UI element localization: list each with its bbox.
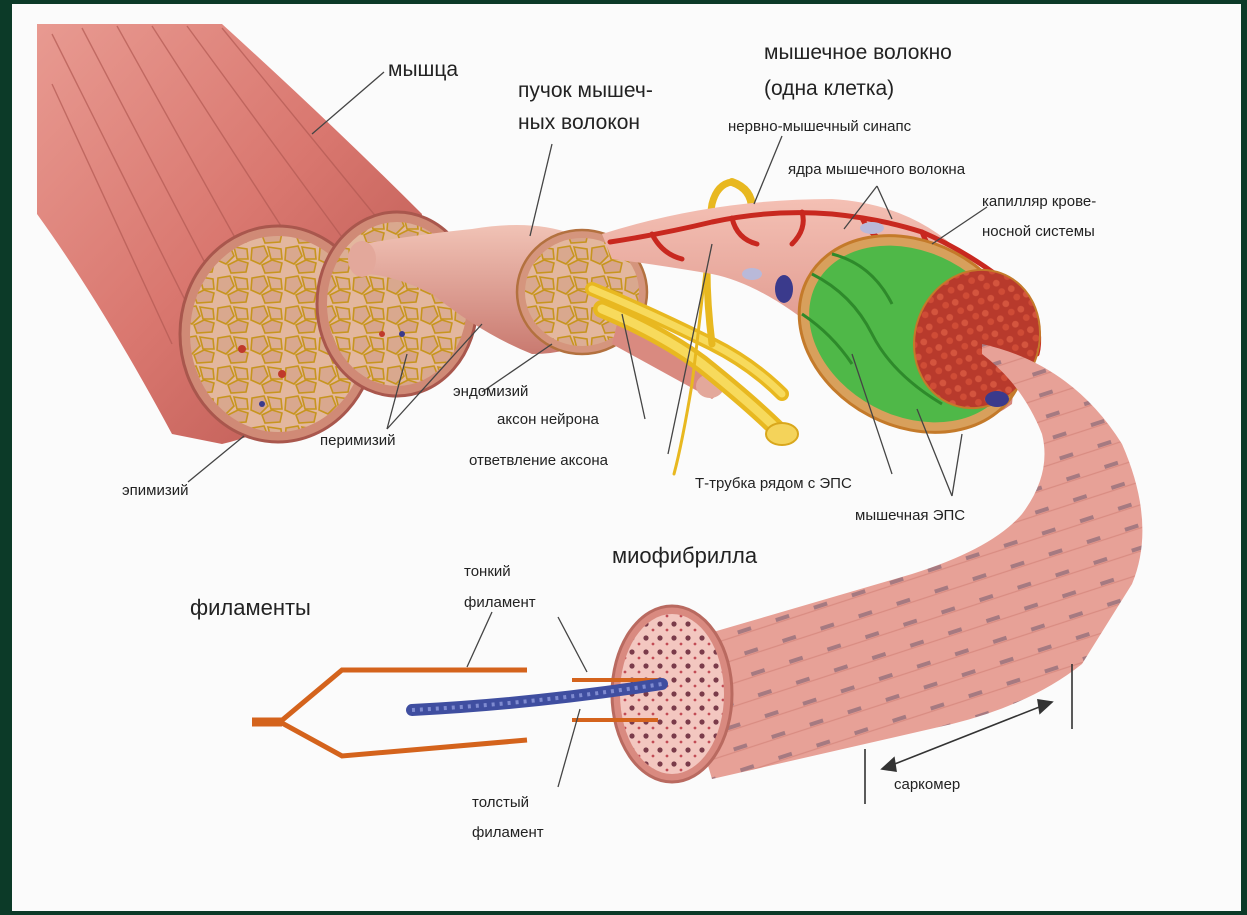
- label-sarcoplasmic-reticulum: мышечная ЭПС: [855, 507, 965, 526]
- label-t-tubule: Т-трубка рядом с ЭПС: [695, 475, 852, 494]
- diagram-canvas: мышца пучок мышеч- ных волокон мышечное …: [12, 4, 1241, 911]
- label-nuclei: ядра мышечного волокна: [788, 161, 965, 180]
- label-endomysium: эндомизий: [453, 383, 528, 402]
- label-thin-filament-line2: филамент: [464, 594, 536, 613]
- label-fiber-line1: мышечное волокно: [764, 40, 952, 66]
- label-capillary-line1: капилляр крове-: [982, 193, 1096, 212]
- label-myofibril: миофибрилла: [612, 542, 757, 570]
- label-fiber-line2: (одна клетка): [764, 76, 894, 102]
- label-axon-branch: ответвление аксона: [469, 452, 608, 471]
- label-synapse: нервно-мышечный синапс: [728, 118, 911, 137]
- label-epimysium: эпимизий: [122, 482, 188, 501]
- label-thin-filament-line1: тонкий: [464, 563, 511, 582]
- filaments: [252, 670, 662, 756]
- muscle-structure-illustration: [12, 4, 1241, 911]
- label-perimysium: перимизий: [320, 432, 396, 451]
- label-filaments: филаменты: [190, 594, 311, 622]
- label-sarcomere: саркомер: [894, 776, 960, 795]
- label-thick-filament-line2: филамент: [472, 824, 544, 843]
- label-thick-filament-line1: толстый: [472, 794, 529, 813]
- whole-muscle: [37, 24, 477, 444]
- label-capillary-line2: носной системы: [982, 223, 1095, 242]
- label-bundle-line1: пучок мышеч-: [518, 78, 653, 104]
- label-muscle: мышца: [388, 57, 458, 83]
- label-bundle-line2: ных волокон: [518, 110, 640, 136]
- label-axon: аксон нейрона: [497, 411, 599, 430]
